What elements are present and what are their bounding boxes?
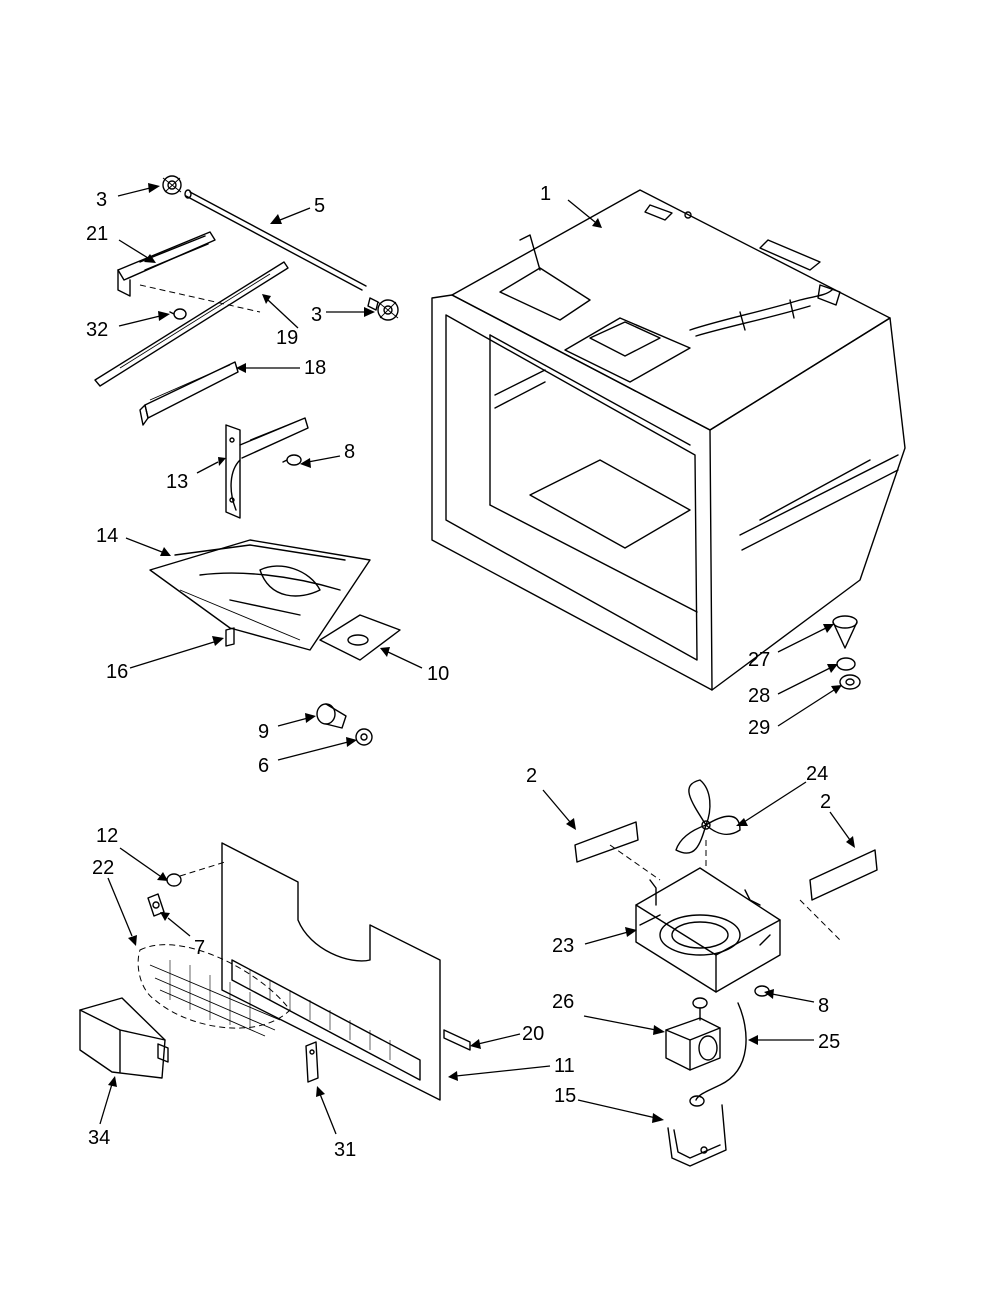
part-21-slide bbox=[117, 231, 261, 313]
part-20-strip bbox=[443, 1029, 471, 1051]
callout-29: 29 bbox=[748, 717, 770, 739]
callout-19: 19 bbox=[276, 327, 298, 349]
callout-26: 26 bbox=[552, 991, 574, 1013]
callout-12: 12 bbox=[96, 825, 118, 847]
callout-3-right: 3 bbox=[311, 304, 322, 326]
part-12-screw bbox=[166, 861, 226, 887]
part-23-fan-shroud bbox=[635, 867, 781, 993]
callout-31: 31 bbox=[334, 1139, 356, 1161]
part-3-gear-right bbox=[367, 297, 399, 321]
callout-18: 18 bbox=[304, 357, 326, 379]
callout-3-top: 3 bbox=[96, 189, 107, 211]
callout-1: 1 bbox=[540, 183, 551, 205]
callout-28: 28 bbox=[748, 685, 770, 707]
part-24-fan-blade bbox=[675, 779, 741, 870]
callout-21: 21 bbox=[86, 223, 108, 245]
callout-32: 32 bbox=[86, 319, 108, 341]
part-11-panel bbox=[221, 842, 441, 1101]
part-19-rail bbox=[94, 261, 289, 387]
callout-22: 22 bbox=[92, 857, 114, 879]
callout-8-top: 8 bbox=[344, 441, 355, 463]
part-22-grille bbox=[137, 944, 291, 1037]
callout-24: 24 bbox=[806, 763, 828, 785]
part-10-pad bbox=[319, 614, 401, 661]
part-18-slide bbox=[139, 361, 239, 426]
part-8-screw-right bbox=[754, 985, 770, 997]
part-34-housing bbox=[79, 997, 169, 1079]
part-27-cap bbox=[832, 615, 858, 649]
callout-5: 5 bbox=[314, 195, 325, 217]
part-9-damper bbox=[316, 703, 347, 729]
part-2-gasket-left bbox=[574, 821, 661, 881]
part-15-bracket bbox=[667, 1095, 727, 1167]
part-3-gear-top bbox=[162, 175, 182, 195]
callout-2-right: 2 bbox=[820, 791, 831, 813]
callout-34: 34 bbox=[88, 1127, 110, 1149]
part-31-clip bbox=[305, 1041, 319, 1083]
callout-23: 23 bbox=[552, 935, 574, 957]
part-25-wire-harness bbox=[695, 1002, 747, 1101]
part-5-rod bbox=[184, 189, 367, 291]
part-6-nut bbox=[355, 728, 373, 746]
callout-numbers: 3 5 21 32 19 3 18 13 8 1 14 16 10 9 6 27… bbox=[86, 183, 840, 1161]
callout-15: 15 bbox=[554, 1085, 576, 1107]
callout-27: 27 bbox=[748, 649, 770, 671]
callout-13: 13 bbox=[166, 471, 188, 493]
part-7-clip bbox=[147, 893, 165, 917]
callout-6: 6 bbox=[258, 755, 269, 777]
callout-20: 20 bbox=[522, 1023, 544, 1045]
part-16-clip bbox=[225, 627, 235, 647]
callout-14: 14 bbox=[96, 525, 118, 547]
leader-lines bbox=[99, 183, 855, 1135]
callout-7: 7 bbox=[194, 937, 205, 959]
part-28-washer bbox=[836, 657, 856, 671]
callout-25: 25 bbox=[818, 1031, 840, 1053]
callout-10: 10 bbox=[427, 663, 449, 685]
callout-11: 11 bbox=[554, 1055, 575, 1077]
part-26-fan-motor bbox=[665, 997, 721, 1071]
part-2-gasket-right bbox=[799, 849, 878, 941]
callout-8-right: 8 bbox=[818, 995, 829, 1017]
part-32-screw bbox=[169, 308, 187, 320]
part-1-freezer-liner bbox=[431, 189, 906, 691]
part-14-cover bbox=[149, 539, 371, 651]
callout-16: 16 bbox=[106, 661, 128, 683]
part-29-grommet bbox=[839, 674, 861, 690]
part-8-screw-top bbox=[282, 454, 302, 466]
callout-2-left: 2 bbox=[526, 765, 537, 787]
part-13-bracket bbox=[225, 417, 309, 519]
callout-9: 9 bbox=[258, 721, 269, 743]
